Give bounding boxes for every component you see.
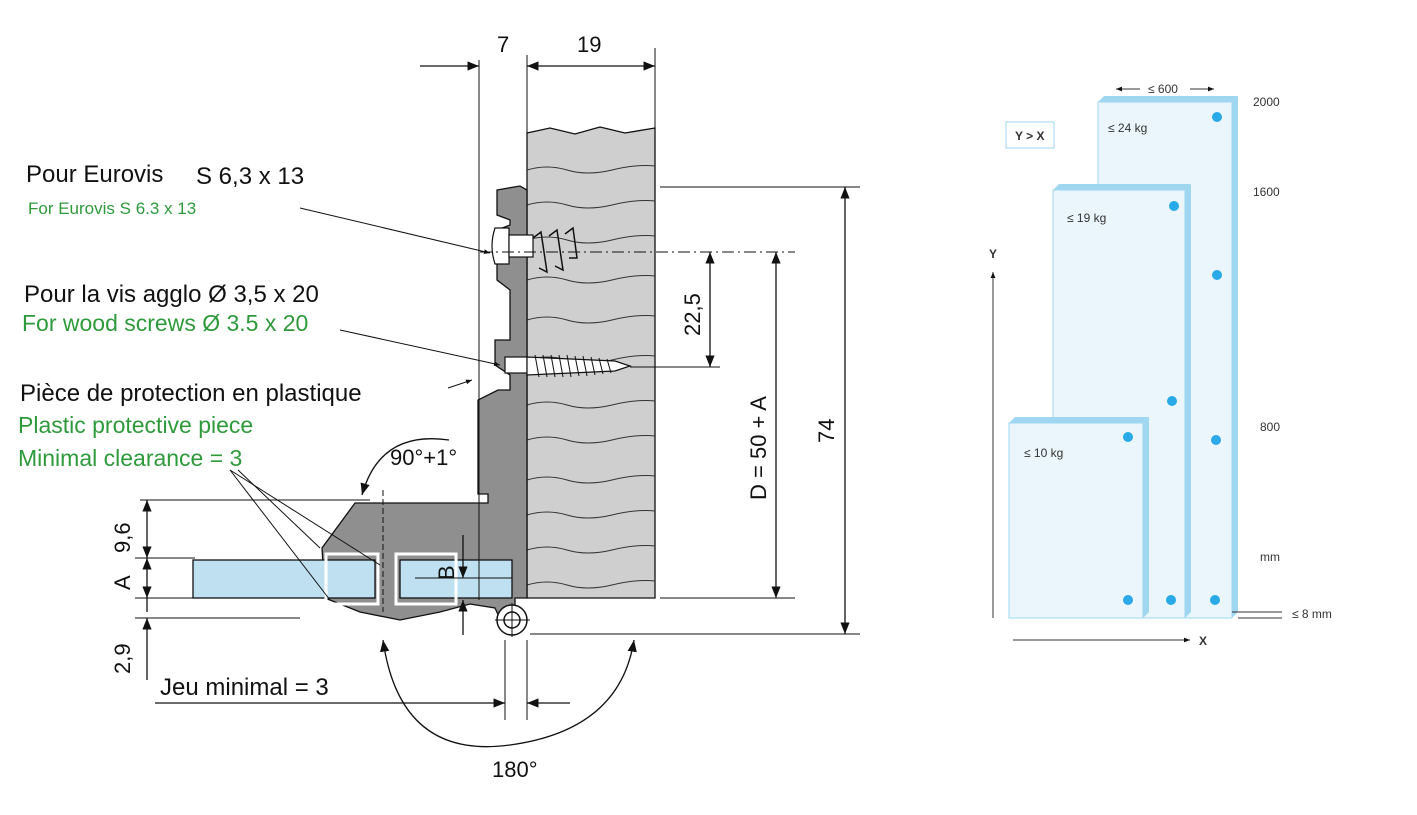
ratio-badge bbox=[1005, 121, 1055, 149]
height-tick-1600: 1600 bbox=[1253, 185, 1280, 199]
fixing-point bbox=[1169, 201, 1179, 211]
clearance-label-en: Minimal clearance = 3 bbox=[18, 445, 242, 471]
glass-door-left bbox=[192, 559, 376, 599]
dim-7: 7 bbox=[497, 32, 509, 57]
dim-2-9: 2,9 bbox=[110, 643, 135, 674]
height-tick-800: 800 bbox=[1260, 420, 1280, 434]
fixing-point bbox=[1212, 270, 1222, 280]
panel-weight-19: ≤ 19 kg bbox=[1067, 211, 1106, 225]
ratio-badge-text: Y > X bbox=[1015, 129, 1044, 143]
fixing-point bbox=[1123, 595, 1133, 605]
load-chart bbox=[990, 86, 1282, 643]
dim-22-5: 22,5 bbox=[680, 293, 705, 336]
panel-weight-24: ≤ 24 kg bbox=[1108, 121, 1147, 135]
hinge-section bbox=[135, 48, 860, 748]
angle-90: 90°+1° bbox=[390, 445, 457, 470]
fixing-points bbox=[1123, 112, 1222, 605]
wood-screw bbox=[504, 354, 632, 378]
dim-74: 74 bbox=[814, 419, 839, 443]
fixing-point bbox=[1210, 595, 1220, 605]
eurovis-label-fr-b: S 6,3 x 13 bbox=[196, 163, 304, 190]
dim-9-6: 9,6 bbox=[110, 522, 135, 553]
fixing-point bbox=[1123, 432, 1133, 442]
glass-gasket-2 bbox=[394, 552, 458, 606]
wood-screw-label-en: For wood screws Ø 3.5 x 20 bbox=[22, 310, 308, 336]
jeu-minimal-label: Jeu minimal = 3 bbox=[160, 674, 329, 701]
dim-a: A bbox=[110, 575, 135, 590]
glass-gasket bbox=[324, 552, 380, 606]
wood-grain bbox=[526, 165, 656, 589]
plastic-label-en: Plastic protective piece bbox=[18, 412, 253, 438]
eurovis-label-en: For Eurovis S 6.3 x 13 bbox=[28, 199, 196, 218]
panel-10kg bbox=[1008, 417, 1149, 619]
plastic-label-fr: Pièce de protection en plastique bbox=[20, 380, 362, 407]
wood-screw-label-fr: Pour la vis agglo Ø 3,5 x 20 bbox=[24, 281, 319, 308]
width-label: ≤ 600 bbox=[1148, 82, 1178, 96]
y-axis-label: Y bbox=[989, 247, 997, 261]
fixing-point bbox=[1166, 595, 1176, 605]
unit-label: mm bbox=[1260, 550, 1280, 564]
thickness-label: ≤ 8 mm bbox=[1292, 607, 1332, 621]
panel-weight-10: ≤ 10 kg bbox=[1024, 446, 1063, 460]
fixing-point bbox=[1167, 396, 1177, 406]
eurovis-label-fr-a: Pour Eurovis bbox=[26, 161, 163, 188]
angle-180: 180° bbox=[492, 757, 538, 782]
dim-b: B bbox=[434, 565, 459, 580]
fixing-point bbox=[1211, 435, 1221, 445]
height-tick-2000: 2000 bbox=[1253, 95, 1280, 109]
dim-d-formula: D = 50 + A bbox=[746, 396, 771, 500]
fixing-point bbox=[1212, 112, 1222, 122]
dim-19: 19 bbox=[577, 32, 601, 57]
x-axis-label: X bbox=[1199, 634, 1207, 648]
